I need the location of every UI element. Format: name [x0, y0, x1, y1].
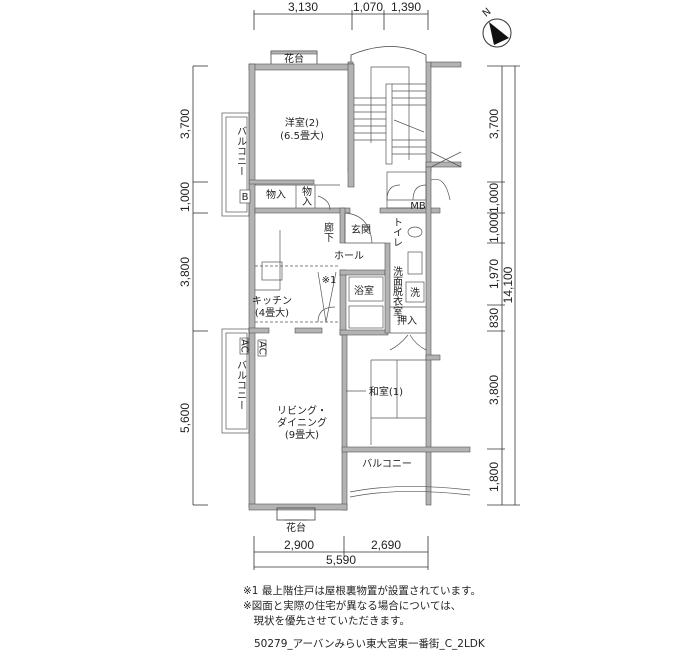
dim-top-3: 1,390: [391, 0, 421, 14]
flower-stand-bottom-label: 花台: [286, 521, 306, 534]
bottom-dimension: 2,900 2,690 5,590: [253, 536, 429, 570]
storage2-label: 物入: [300, 185, 312, 206]
dim-left-3: 3,800: [178, 257, 192, 287]
dim-left-4: 5,600: [178, 403, 192, 433]
mb-label: MB: [410, 201, 426, 212]
note-3: 現状を優先させていただきます。: [243, 615, 410, 627]
dim-bottom-1: 2,900: [284, 538, 314, 552]
western-room-label: 洋室(2): [285, 116, 319, 129]
dim-right-2: 1,000: [487, 183, 501, 213]
japanese-room-label: 和室(1): [369, 385, 403, 398]
dim-right-3: 1,000: [487, 213, 501, 243]
living-label-1: リビング・: [277, 404, 327, 417]
washer-label: 洗: [410, 287, 420, 299]
dim-top-1: 3,130: [288, 0, 318, 14]
balcony-left-top-label: バルコニー: [235, 126, 247, 176]
flower-stand-top-label: 花台: [284, 52, 304, 65]
dim-left-2: 1,000: [178, 182, 192, 212]
ac-label-2: AC: [257, 341, 268, 355]
ac-label-1: AC: [239, 339, 250, 353]
western-room-size: (6.5畳大): [280, 129, 324, 142]
dim-left-1: 3,700: [178, 109, 192, 139]
dim-right-6: 3,800: [487, 375, 501, 405]
dim-right-1: 3,700: [487, 109, 501, 139]
storage1-label: 物入: [266, 188, 286, 201]
note-mark-label: ※1: [322, 275, 337, 286]
left-dimension: 3,700 1,000 3,800 5,600: [178, 65, 208, 506]
kitchen-label: キッチン: [252, 295, 292, 307]
living-label-2: ダイニング: [277, 416, 327, 429]
toilet-label: トイレ: [391, 217, 403, 247]
dim-top-2: 1,070: [353, 0, 383, 14]
staircase: [347, 46, 462, 173]
closet-label: 押入: [397, 314, 417, 327]
dim-bottom-2: 2,690: [371, 538, 401, 552]
washroom-label: 洗面脱衣室: [391, 266, 403, 316]
dim-right-5: 830: [487, 308, 501, 328]
balcony-left-bottom-label: バルコニー: [235, 360, 247, 410]
note-2: ※図面と実際の住宅が異なる場合については、: [243, 600, 462, 612]
bath-label: 浴室: [354, 284, 374, 297]
dim-right-7: 1,800: [487, 462, 501, 492]
walls: [248, 50, 471, 521]
top-dimension: 3,130 1,070 1,390: [253, 0, 429, 30]
corridor-label: 廊下: [322, 221, 334, 243]
right-dimension: 3,700 1,000 1,000 1,970 830 3,800 1,800 …: [487, 65, 520, 506]
plan-caption: 50279_アーバンみらい東大宮東一番街_C_2LDK: [254, 638, 485, 650]
b-box-label: B: [242, 192, 249, 203]
dim-bottom-total: 5,590: [326, 553, 356, 567]
hall-label: ホール: [334, 250, 364, 262]
dim-right-4: 1,970: [487, 259, 501, 289]
dim-right-total: 14,100: [501, 266, 515, 303]
note-1: ※1 最上階住戸は屋根裏物置が設置されています。: [243, 585, 481, 597]
interior-details: [221, 112, 471, 498]
svg-text:N: N: [481, 6, 494, 19]
living-size: (9畳大): [285, 428, 319, 441]
north-compass-icon: N: [481, 6, 512, 48]
kitchen-size: (4畳大): [255, 306, 289, 319]
balcony-bottom-label: バルコニー: [362, 458, 412, 470]
entrance-label: 玄関: [351, 223, 371, 236]
room-labels: 洋室(2) (6.5畳大) 花台 花台 バルコニー バルコニー バルコニー B …: [235, 52, 426, 534]
